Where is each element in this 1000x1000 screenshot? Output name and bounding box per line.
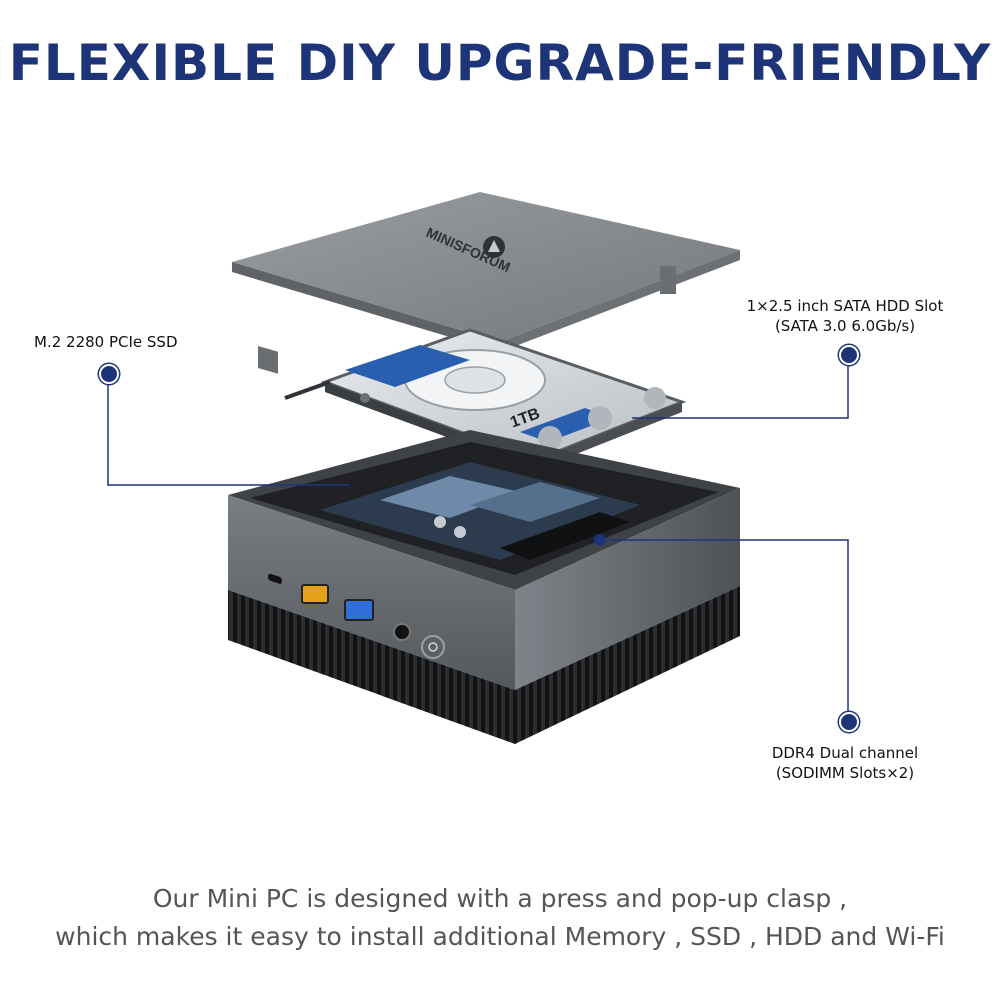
caption-line2: which makes it easy to install additiona… (55, 922, 945, 951)
audio-jack (393, 623, 411, 641)
hdd-callout-dot (839, 345, 859, 365)
headline: FLEXIBLE DIY UPGRADE-FRIENDLY (8, 34, 992, 92)
hdd-callout-label: 1×2.5 inch SATA HDD Slot (SATA 3.0 6.0Gb… (700, 296, 990, 336)
ram-callout-dot (839, 712, 859, 732)
usb-c-port (268, 573, 282, 584)
power-button (421, 635, 445, 659)
top-lid: MINISFORUM (232, 192, 740, 374)
ram-callout-line2: (SODIMM Slots×2) (775, 764, 915, 782)
hdd-callout-line1: 1×2.5 inch SATA HDD Slot (746, 297, 944, 315)
chassis (228, 430, 740, 744)
ssd-callout-label: M.2 2280 PCIe SSD (34, 333, 178, 351)
caption: Our Mini PC is designed with a press and… (0, 880, 1000, 956)
usb-a-port-blue (344, 599, 374, 621)
hdd-callout-line2: (SATA 3.0 6.0Gb/s) (774, 317, 916, 335)
ssd-callout-dot (99, 364, 119, 384)
ram-callout-label: DDR4 Dual channel (SODIMM Slots×2) (725, 743, 965, 783)
usb-a-port-yellow (301, 584, 329, 604)
callout-lines (107, 354, 849, 720)
ram-callout-line1: DDR4 Dual channel (771, 744, 919, 762)
hdd-drive: 1TB (284, 328, 687, 470)
caption-line1: Our Mini PC is designed with a press and… (152, 884, 848, 913)
